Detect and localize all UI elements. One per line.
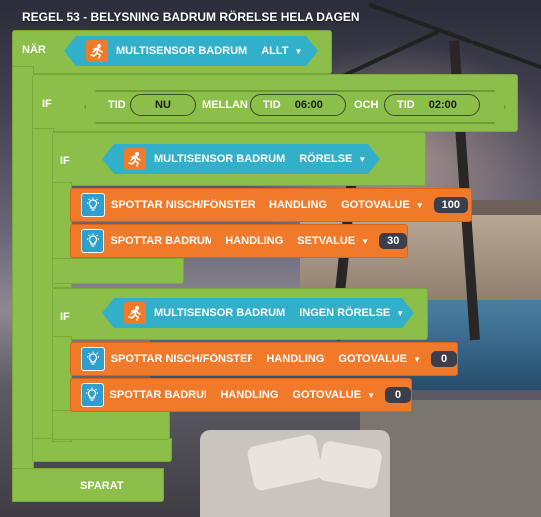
action-device: SPOTTAR NISCH/FÖNSTER E (111, 199, 255, 211)
action-device: SPOTTAR BADRUM (110, 235, 212, 247)
now-value: NU (155, 99, 171, 111)
end-time-field[interactable]: TID 02:00 (384, 94, 480, 116)
nomotion-state-dropdown[interactable]: INGEN RÖRELSE ▼ (299, 307, 404, 319)
end-tid-label: TID (397, 99, 415, 111)
saved-label: SPARAT (80, 480, 124, 492)
motion-sensor-block[interactable]: MULTISENSOR BADRUM RÖRELSE ▼ (102, 144, 380, 174)
motion-state-value: RÖRELSE (299, 153, 353, 165)
when-block-spine (12, 66, 34, 502)
start-tid-label: TID (263, 99, 281, 111)
action-value: GOTOVALUE (341, 199, 410, 211)
action-dropdown[interactable]: SETVALUE ▼ (297, 235, 369, 247)
chevron-down-icon: ▼ (294, 46, 303, 56)
chevron-down-icon: ▼ (413, 354, 421, 364)
chevron-down-icon: ▼ (361, 236, 370, 246)
handling-label: HANDLING (225, 235, 284, 247)
action-value: GOTOVALUE (292, 389, 362, 401)
now-value-field[interactable]: NU (130, 94, 196, 116)
action-dropdown[interactable]: GOTOVALUE ▼ (292, 389, 375, 401)
action-device: SPOTTAR NISCH/FÖNSTER E (110, 353, 253, 365)
running-person-icon (86, 40, 108, 62)
action-number-input[interactable]: 0 (431, 351, 457, 367)
if-time-label: IF (42, 98, 52, 110)
if-motion-label: IF (60, 155, 70, 167)
nomotion-state-value: INGEN RÖRELSE (299, 307, 391, 319)
if-motion-footer (52, 258, 184, 284)
action-block[interactable]: SPOTTAR NISCH/FÖNSTER E HANDLING GOTOVAL… (70, 188, 472, 222)
when-label: NÄR (22, 44, 46, 56)
chevron-down-icon: ▼ (396, 308, 405, 318)
handling-label: HANDLING (266, 353, 325, 365)
handling-label: HANDLING (220, 389, 279, 401)
chevron-down-icon: ▼ (358, 154, 367, 164)
if-time-spine (32, 128, 54, 460)
lightbulb-icon (81, 347, 105, 371)
if-time-footer (32, 438, 172, 462)
when-block-footer (12, 468, 164, 502)
action-block[interactable]: SPOTTAR BADRUM HANDLING SETVALUE ▼ 30 (70, 224, 408, 258)
nomotion-sensor-name: MULTISENSOR BADRUM (154, 307, 286, 319)
and-label: OCH (354, 99, 379, 111)
running-person-icon (124, 302, 146, 324)
lightbulb-icon (81, 229, 105, 253)
between-label: MELLAN (202, 99, 248, 111)
outdoor-sofa (360, 400, 541, 517)
start-time-field[interactable]: TID 06:00 (250, 94, 346, 116)
action-dropdown[interactable]: GOTOVALUE ▼ (341, 199, 424, 211)
when-sensor-block[interactable]: MULTISENSOR BADRUM ALLT ▼ (64, 36, 318, 66)
rule-title: REGEL 53 - BELYSNING BADRUM RÖRELSE HELA… (22, 10, 360, 24)
chevron-down-icon: ▼ (367, 390, 375, 400)
action-number-input[interactable]: 100 (433, 197, 468, 213)
when-sensor-name: MULTISENSOR BADRUM (116, 45, 248, 57)
if-nomotion-footer (52, 410, 170, 440)
action-device: SPOTTAR BADRUM (109, 389, 207, 401)
end-time-value: 02:00 (428, 99, 457, 111)
start-time-value: 06:00 (294, 99, 323, 111)
motion-state-dropdown[interactable]: RÖRELSE ▼ (299, 153, 366, 165)
action-dropdown[interactable]: GOTOVALUE ▼ (338, 353, 421, 365)
handling-label: HANDLING (269, 199, 328, 211)
lightbulb-icon (81, 383, 104, 407)
action-block[interactable]: SPOTTAR BADRUM HANDLING GOTOVALUE ▼ 0 (70, 378, 412, 412)
when-trigger-value: ALLT (261, 45, 289, 57)
action-value: SETVALUE (297, 235, 356, 247)
if-nomotion-label: IF (60, 311, 70, 323)
action-block[interactable]: SPOTTAR NISCH/FÖNSTER E HANDLING GOTOVAL… (70, 342, 458, 376)
chevron-down-icon: ▼ (415, 200, 424, 210)
running-person-icon (124, 148, 146, 170)
action-number-input[interactable]: 30 (379, 233, 407, 249)
motion-sensor-name: MULTISENSOR BADRUM (154, 153, 286, 165)
lightbulb-icon (81, 193, 105, 217)
action-number-input[interactable]: 0 (385, 387, 411, 403)
action-value: GOTOVALUE (338, 353, 408, 365)
when-trigger-dropdown[interactable]: ALLT ▼ (261, 45, 302, 57)
tid-label: TID (108, 99, 126, 111)
nomotion-sensor-block[interactable]: MULTISENSOR BADRUM INGEN RÖRELSE ▼ (102, 298, 414, 328)
